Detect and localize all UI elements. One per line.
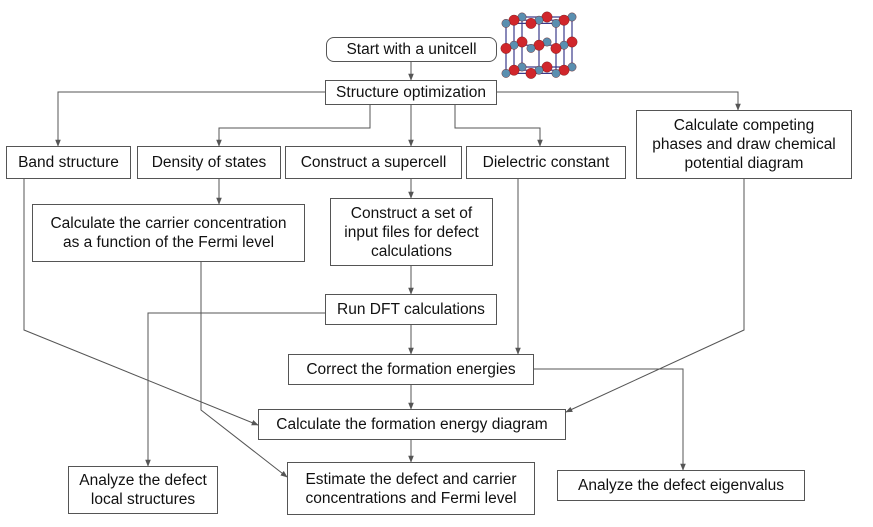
- competing-phases-node: Calculate competing phases and draw chem…: [636, 110, 852, 179]
- density-of-states-node: Density of states: [137, 146, 281, 179]
- estimate-concentrations-node: Estimate the defect and carrier concentr…: [287, 462, 535, 515]
- arrow-opt-to-competing: [497, 91, 741, 111]
- arrow-correct-to-eigen: [534, 368, 686, 471]
- structure-optimization-node: Structure optimization: [325, 80, 497, 105]
- construct-supercell-node: Construct a supercell: [285, 146, 462, 179]
- start-node: Start with a unitcell: [326, 37, 497, 62]
- crystal-unitcell-icon: [500, 11, 578, 79]
- run-dft-node: Run DFT calculations: [325, 294, 497, 325]
- correct-formation-energies-node: Correct the formation energies: [288, 354, 534, 385]
- band-structure-node: Band structure: [6, 146, 131, 179]
- arrow-carrier-to-estimate: [200, 262, 288, 478]
- arrow-band-to-formation: [23, 178, 259, 426]
- input-files-node: Construct a set of input files for defec…: [330, 198, 493, 266]
- analyze-eigenvalues-node: Analyze the defect eigenvalus: [557, 470, 805, 501]
- analyze-local-structures-node: Analyze the defect local structures: [68, 466, 218, 514]
- arrow-opt-to-dos: [216, 104, 371, 147]
- arrow-opt-to-band: [55, 91, 325, 147]
- dielectric-constant-node: Dielectric constant: [466, 146, 626, 179]
- arrow-competing-to-formation: [565, 178, 745, 413]
- arrow-dft-to-local: [145, 312, 325, 467]
- arrow-opt-to-dielectric: [454, 104, 543, 147]
- carrier-concentration-node: Calculate the carrier concentration as a…: [32, 204, 305, 262]
- formation-energy-diagram-node: Calculate the formation energy diagram: [258, 409, 566, 440]
